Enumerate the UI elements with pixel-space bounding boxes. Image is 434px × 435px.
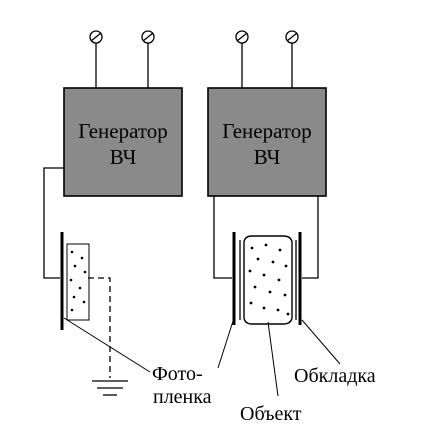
- generator-label-left-line1: Генератор: [78, 119, 168, 143]
- ground-icon: [92, 380, 128, 396]
- right-feed-wire-right: [302, 196, 319, 279]
- object-dots: [248, 243, 290, 316]
- generator-label-right-line2: ВЧ: [254, 145, 281, 169]
- generator-right: Генератор ВЧ: [207, 30, 327, 197]
- right-feed-wire-left: [213, 196, 232, 279]
- film-dots: [69, 250, 87, 312]
- leader-object: [267, 321, 279, 397]
- generator-box-right: [207, 87, 327, 197]
- label-film-line1: Фото-: [152, 363, 203, 385]
- right-circuit: [213, 196, 319, 325]
- generator-label-left-line2: ВЧ: [110, 145, 137, 169]
- terminal-screw-icon: [235, 30, 249, 44]
- generator-box-left: [63, 87, 183, 197]
- leader-film-left: [63, 317, 151, 373]
- leader-film-right: [217, 317, 235, 369]
- film-sample: [66, 243, 90, 321]
- terminal-screw-icon: [89, 30, 103, 44]
- left-circuit: [43, 167, 128, 396]
- leader-plate: [301, 319, 341, 365]
- label-film-line2: пленка: [153, 386, 212, 408]
- left-feed-wire: [43, 167, 64, 279]
- terminal-screw-icon: [141, 30, 155, 44]
- label-object: Объект: [240, 403, 302, 425]
- generator-left: Генератор ВЧ: [63, 30, 183, 197]
- object-sample: [243, 235, 293, 325]
- terminal-screw-icon: [285, 30, 299, 44]
- generator-label-right-line1: Генератор: [222, 119, 312, 143]
- label-plate: Обкладка: [294, 365, 376, 387]
- ground-wire-dashed: [88, 277, 111, 378]
